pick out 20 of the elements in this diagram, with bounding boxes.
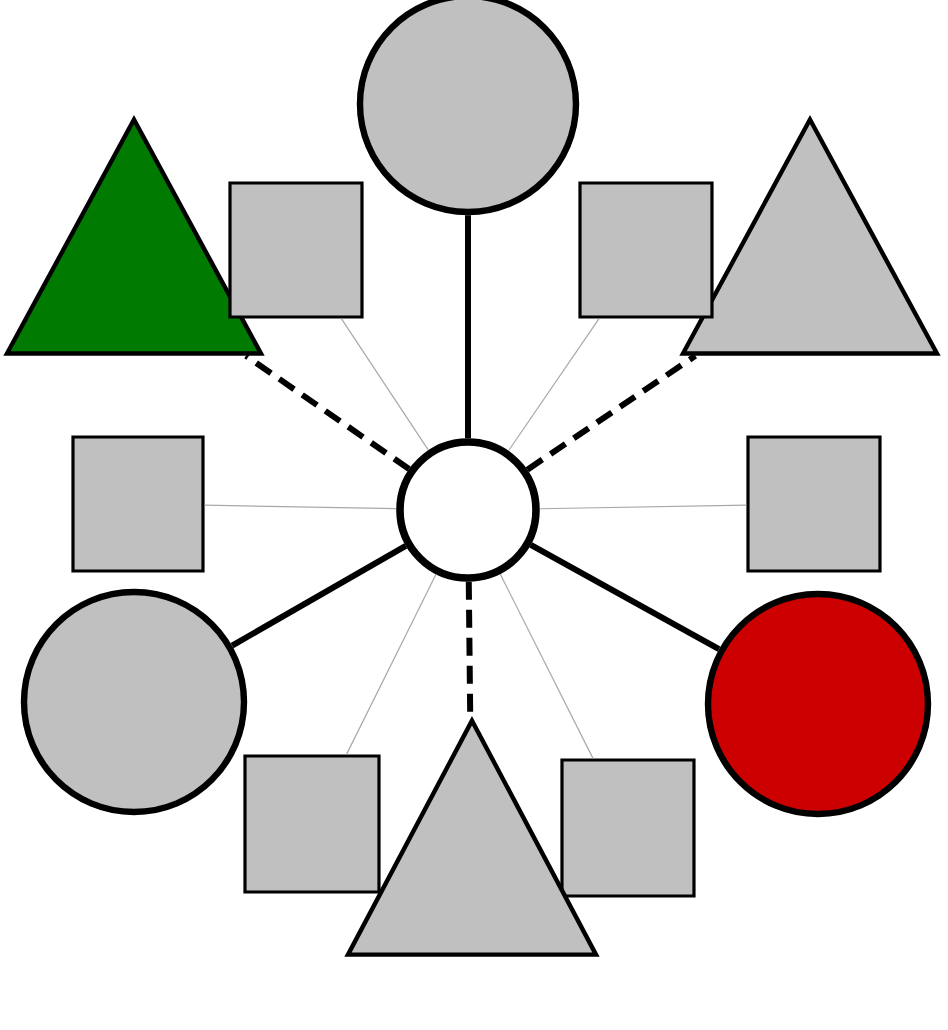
dashed-line (525, 353, 698, 473)
circle-shape (20, 588, 248, 816)
circle-shape (396, 438, 540, 582)
connector-line (230, 543, 408, 649)
connector-line (499, 573, 594, 759)
square-box (746, 435, 882, 573)
circle-shape (704, 590, 932, 818)
square-box (228, 181, 364, 319)
square-box (71, 435, 205, 573)
dashed-line (244, 353, 411, 472)
square-box (578, 181, 714, 319)
connector-line (529, 542, 721, 652)
square-box (243, 754, 381, 894)
square-box (560, 758, 696, 898)
connector-line (340, 318, 429, 451)
connector-line (204, 504, 397, 510)
connector-line (465, 215, 471, 439)
connector-line (539, 504, 747, 510)
connector-line (345, 573, 437, 755)
connector-line (507, 318, 600, 452)
